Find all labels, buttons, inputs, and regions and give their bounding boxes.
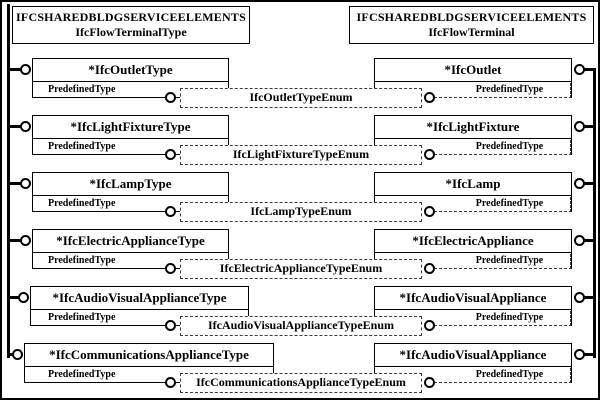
enum-type-box: IfcElectricApplianceTypeEnum (180, 259, 422, 279)
subtype-connector-circle (574, 292, 585, 303)
left-schema-entity: IfcFlowTerminalType (75, 25, 187, 39)
optional-attribute-corner (570, 311, 571, 326)
entity-type-box: *IfcAudioVisualApplianceType (30, 286, 249, 310)
right-branch-line (584, 68, 595, 71)
predefinedtype-label: PredefinedType (48, 141, 116, 152)
diagram-row-lamp: *IfcLampType PredefinedType IfcLampTypeE… (2, 172, 598, 229)
diagram-row-electricappliance: *IfcElectricApplianceType PredefinedType… (2, 229, 598, 286)
attribute-connector-circle (165, 377, 176, 388)
left-branch-line (7, 68, 21, 71)
diagram-row-communicationsappliance: *IfcCommunicationsApplianceType Predefin… (2, 343, 598, 398)
entity-box: *IfcLightFixture (374, 115, 572, 139)
optional-attribute-corner (570, 254, 571, 269)
entity-box: *IfcElectricAppliance (374, 229, 572, 253)
right-branch-line (584, 182, 595, 185)
subtype-connector-circle (20, 235, 31, 246)
subtype-connector-circle (574, 235, 585, 246)
diagram-row-outlet: *IfcOutletType PredefinedType IfcOutletT… (2, 58, 598, 115)
entity-type-box: *IfcCommunicationsApplianceType (24, 343, 274, 367)
subtype-connector-circle (20, 121, 31, 132)
left-branch-line (7, 125, 21, 128)
left-branch-line (7, 182, 21, 185)
optional-attribute-line (434, 97, 572, 98)
predefinedtype-label: PredefinedType (48, 84, 116, 95)
attribute-connector-circle (165, 263, 176, 274)
entity-type-box: *IfcElectricApplianceType (32, 229, 229, 253)
right-schema-entity: IfcFlowTerminal (428, 25, 515, 39)
left-branch-line (7, 239, 21, 242)
predefinedtype-label: PredefinedType (475, 198, 544, 209)
subtype-connector-circle (18, 292, 29, 303)
optional-attribute-corner (570, 83, 571, 98)
left-branch-line (7, 353, 13, 356)
right-schema-name: IFCSHAREDBLDGSERVICEELEMENTS (356, 10, 587, 24)
enum-type-box: IfcCommunicationsApplianceTypeEnum (180, 373, 422, 393)
predefinedtype-label: PredefinedType (475, 255, 544, 266)
predefinedtype-label: PredefinedType (48, 198, 116, 209)
predefinedtype-label: PredefinedType (48, 369, 116, 380)
optional-attribute-line (434, 211, 572, 212)
optional-attribute-line (434, 268, 572, 269)
diagram-row-lightfixture: *IfcLightFixtureType PredefinedType IfcL… (2, 115, 598, 172)
entity-type-box: *IfcLightFixtureType (32, 115, 229, 139)
attribute-connector-circle (424, 320, 435, 331)
entity-box: *IfcOutlet (374, 58, 572, 82)
optional-attribute-line (434, 382, 572, 383)
subtype-connector-circle (20, 178, 31, 189)
predefinedtype-label: PredefinedType (475, 312, 544, 323)
left-supertype-bus-line (7, 4, 10, 358)
subtype-connector-circle (574, 64, 585, 75)
right-branch-line (584, 353, 595, 356)
attribute-connector-circle (424, 149, 435, 160)
predefinedtype-label: PredefinedType (475, 369, 544, 380)
optional-attribute-line (434, 154, 572, 155)
left-schema-name: IFCSHAREDBLDGSERVICEELEMENTS (16, 10, 246, 24)
subtype-connector-circle (574, 178, 585, 189)
entity-type-box: *IfcLampType (32, 172, 229, 196)
entity-box: *IfcAudioVisualAppliance (374, 286, 572, 310)
predefinedtype-label: PredefinedType (475, 141, 544, 152)
enum-type-box: IfcOutletTypeEnum (180, 88, 422, 108)
right-supertype-bus-line (593, 68, 596, 358)
attribute-connector-circle (165, 206, 176, 217)
attribute-connector-circle (424, 377, 435, 388)
diagram-row-audiovisualappliance: *IfcAudioVisualApplianceType PredefinedT… (2, 286, 598, 343)
optional-attribute-corner (570, 197, 571, 212)
enum-type-box: IfcAudioVisualApplianceTypeEnum (180, 316, 422, 336)
entity-box: *IfcLamp (374, 172, 572, 196)
subtype-connector-circle (574, 121, 585, 132)
entity-type-box: *IfcOutletType (32, 58, 229, 82)
predefinedtype-label: PredefinedType (48, 255, 116, 266)
enum-type-box: IfcLightFixtureTypeEnum (180, 145, 422, 165)
attribute-connector-circle (165, 320, 176, 331)
right-schema-header: IFCSHAREDBLDGSERVICEELEMENTS IfcFlowTerm… (349, 6, 594, 44)
attribute-connector-circle (165, 92, 176, 103)
optional-attribute-corner (570, 140, 571, 155)
predefinedtype-label: PredefinedType (48, 312, 116, 323)
right-branch-line (584, 125, 595, 128)
right-branch-line (584, 296, 595, 299)
entity-box: *IfcAudioVisualAppliance (374, 343, 572, 367)
optional-attribute-line (434, 325, 572, 326)
subtype-connector-circle (574, 349, 585, 360)
left-branch-line (7, 296, 19, 299)
attribute-connector-circle (424, 263, 435, 274)
predefinedtype-label: PredefinedType (475, 84, 544, 95)
attribute-connector-circle (424, 92, 435, 103)
subtype-connector-circle (12, 349, 23, 360)
subtype-connector-circle (20, 64, 31, 75)
right-branch-line (584, 239, 595, 242)
attribute-connector-circle (424, 206, 435, 217)
attribute-connector-circle (165, 149, 176, 160)
enum-type-box: IfcLampTypeEnum (180, 202, 422, 222)
left-schema-header: IFCSHAREDBLDGSERVICEELEMENTS IfcFlowTerm… (12, 6, 250, 44)
optional-attribute-corner (570, 368, 571, 383)
